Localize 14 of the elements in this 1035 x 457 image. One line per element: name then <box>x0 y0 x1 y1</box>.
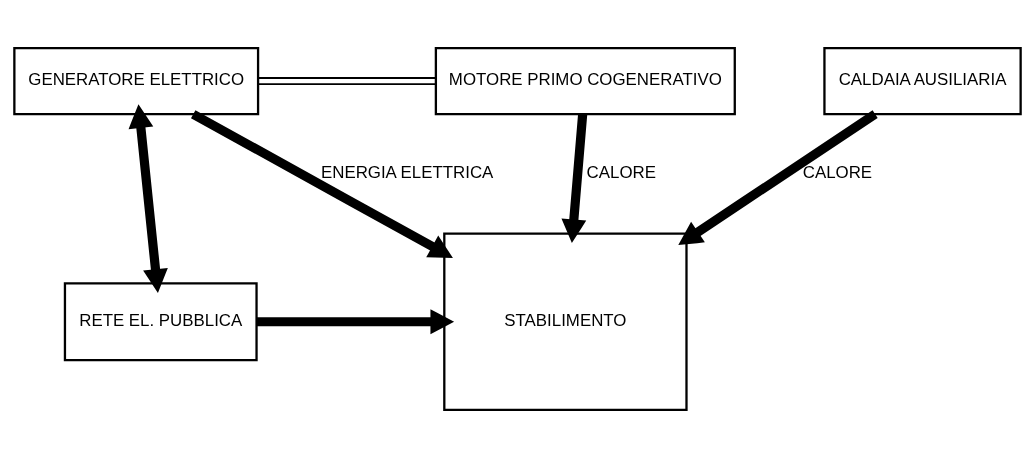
connector <box>257 76 437 85</box>
arrow <box>678 109 878 245</box>
arrow <box>190 109 453 258</box>
node-box: CALDAIA AUSILIARIA <box>823 46 1022 115</box>
edge-label: CALORE <box>802 162 873 182</box>
node-box: STABILIMENTO <box>443 231 688 411</box>
node-box: MOTORE PRIMO COGENERATIVO <box>434 46 736 115</box>
edge-label: CALORE <box>586 162 656 182</box>
edge-label: ENERGIA ELETTRICA <box>320 162 493 182</box>
node-box: GENERATORE ELETTRICO <box>13 46 260 115</box>
node-box: RETE EL. PUBBLICA <box>63 281 258 361</box>
arrow <box>561 113 588 243</box>
arrow <box>128 103 168 293</box>
arrow <box>256 308 455 334</box>
